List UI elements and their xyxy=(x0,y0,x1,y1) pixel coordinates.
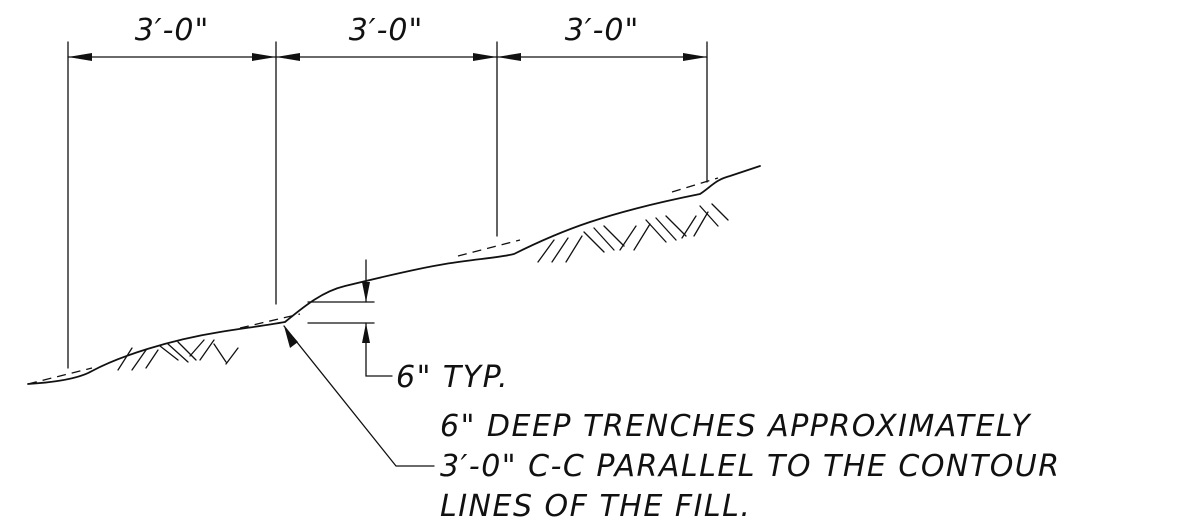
earth-hatching xyxy=(117,203,729,371)
note-leader xyxy=(283,325,435,467)
note-line-1: 6" DEEP TRENCHES APPROXIMATELY xyxy=(440,409,1032,444)
original-grade-dash xyxy=(457,239,521,257)
arrowhead xyxy=(362,282,370,302)
extension-lines xyxy=(67,41,708,369)
note-line-2: 3′-0" C-C PARALLEL TO THE CONTOUR xyxy=(440,449,1061,484)
note-leader-line xyxy=(283,325,435,467)
ground-profile xyxy=(27,165,761,385)
arrowhead xyxy=(683,53,707,61)
hatch-middle xyxy=(537,203,729,263)
original-grade-dash xyxy=(239,313,301,329)
arrowhead xyxy=(473,53,497,61)
ground-surface-line xyxy=(27,165,761,385)
arrowhead xyxy=(276,53,300,61)
arrowhead xyxy=(284,326,298,348)
original-grade-dash xyxy=(671,177,719,193)
depth-leader-line xyxy=(365,322,393,377)
arrowhead xyxy=(68,53,92,61)
spacing-dimension-1: 3′-0" xyxy=(135,13,210,48)
original-grade-dash xyxy=(27,367,93,385)
arrowhead xyxy=(252,53,276,61)
dimension-lines xyxy=(67,53,708,61)
arrowhead xyxy=(497,53,521,61)
note-line-3: LINES OF THE FILL. xyxy=(440,489,751,524)
spacing-dimension-2: 3′-0" xyxy=(349,13,424,48)
depth-dimension xyxy=(307,259,393,377)
spacing-dimension-3: 3′-0" xyxy=(565,13,640,48)
hatch-left xyxy=(117,339,239,371)
depth-label: 6" TYP. xyxy=(396,360,509,395)
